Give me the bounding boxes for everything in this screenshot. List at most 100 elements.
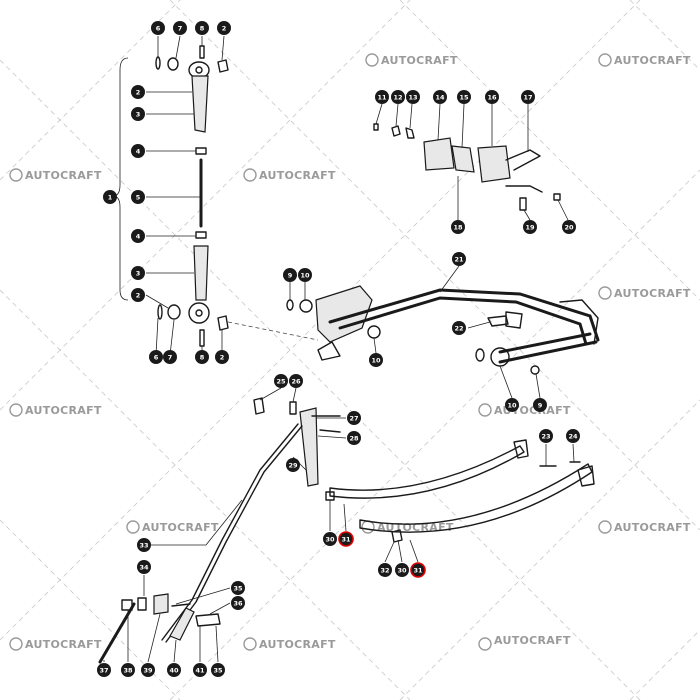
svg-text:7: 7	[168, 353, 173, 361]
svg-text:8: 8	[200, 24, 205, 32]
svg-text:3: 3	[136, 110, 141, 118]
callout-32: 32	[378, 563, 392, 577]
callouts: 6 7 8 2 2 3 4 1 5 4 3 2 6 7 8 2 11 12 13…	[97, 21, 580, 677]
svg-text:6: 6	[156, 24, 161, 32]
svg-text:11: 11	[377, 93, 387, 101]
callout-3: 3	[131, 266, 145, 280]
svg-text:AUTOCRAFT: AUTOCRAFT	[494, 634, 571, 647]
svg-text:10: 10	[371, 356, 381, 364]
svg-text:31: 31	[413, 566, 423, 574]
callout-18: 18	[451, 220, 465, 234]
callout-37: 37	[97, 663, 111, 677]
callout-3: 3	[131, 107, 145, 121]
callout-39: 39	[141, 663, 155, 677]
svg-text:6: 6	[154, 353, 159, 361]
callout-2: 2	[215, 350, 229, 364]
svg-text:17: 17	[523, 93, 532, 101]
svg-text:9: 9	[288, 271, 293, 279]
watermark: AUTOCRAFT	[126, 520, 219, 534]
callout-7: 7	[173, 21, 187, 35]
callout-41: 41	[193, 663, 207, 677]
callout-28: 28	[347, 431, 361, 445]
svg-text:12: 12	[393, 93, 402, 101]
svg-text:40: 40	[169, 666, 179, 674]
svg-text:13: 13	[408, 93, 417, 101]
svg-text:25: 25	[276, 377, 286, 385]
svg-text:23: 23	[541, 432, 550, 440]
callout-23: 23	[539, 429, 553, 443]
svg-text:AUTOCRAFT: AUTOCRAFT	[259, 169, 336, 182]
callout-15: 15	[457, 90, 471, 104]
svg-text:27: 27	[349, 414, 358, 422]
svg-text:26: 26	[291, 377, 301, 385]
callout-6: 6	[151, 21, 165, 35]
watermark: AUTOCRAFT	[598, 286, 691, 300]
svg-text:10: 10	[300, 271, 310, 279]
lever-assembly	[161, 397, 341, 643]
pedal-straps	[325, 439, 595, 543]
watermark: AUTOCRAFT	[9, 637, 102, 651]
svg-text:8: 8	[200, 353, 205, 361]
svg-text:31: 31	[341, 535, 351, 543]
callout-35: 35	[231, 581, 245, 595]
svg-text:AUTOCRAFT: AUTOCRAFT	[614, 521, 691, 534]
lower-linkage	[98, 593, 221, 664]
svg-text:1: 1	[108, 193, 113, 201]
svg-text:4: 4	[136, 147, 141, 155]
callout-10: 10	[505, 398, 519, 412]
svg-text:33: 33	[139, 541, 148, 549]
callout-10: 10	[369, 353, 383, 367]
callout-34: 34	[137, 560, 151, 574]
callout-5: 5	[131, 190, 145, 204]
svg-text:3: 3	[136, 269, 141, 277]
callout-19: 19	[523, 220, 537, 234]
svg-text:5: 5	[136, 193, 141, 201]
callout-29: 29	[286, 458, 300, 472]
callout-9: 9	[283, 268, 297, 282]
cross-shaft-frame	[227, 285, 600, 375]
watermark: AUTOCRAFT	[243, 168, 336, 182]
watermark: AUTOCRAFT	[478, 403, 571, 417]
svg-text:39: 39	[143, 666, 153, 674]
watermark: AUTOCRAFT	[243, 637, 336, 651]
callout-31-highlighted: 31	[410, 562, 426, 578]
svg-text:28: 28	[349, 434, 359, 442]
callout-8: 8	[195, 21, 209, 35]
svg-text:9: 9	[538, 401, 543, 409]
svg-text:38: 38	[123, 666, 133, 674]
svg-text:32: 32	[380, 566, 389, 574]
watermark: AUTOCRAFT	[478, 634, 571, 651]
rod-assembly-vertical	[112, 45, 229, 347]
svg-text:2: 2	[136, 88, 141, 96]
svg-text:2: 2	[220, 353, 225, 361]
callout-2: 2	[131, 288, 145, 302]
watermarks: AUTOCRAFT AUTOCRAFT AUTOCRAFT AUTOCRAFT …	[9, 53, 691, 651]
svg-text:34: 34	[139, 563, 149, 571]
svg-text:35: 35	[213, 666, 223, 674]
svg-text:AUTOCRAFT: AUTOCRAFT	[614, 54, 691, 67]
callout-1: 1	[103, 190, 117, 204]
svg-text:14: 14	[435, 93, 445, 101]
callout-14: 14	[433, 90, 447, 104]
callout-22: 22	[452, 321, 466, 335]
callout-6: 6	[149, 350, 163, 364]
callout-7: 7	[163, 350, 177, 364]
svg-text:2: 2	[136, 291, 141, 299]
svg-text:10: 10	[507, 401, 517, 409]
callout-11: 11	[375, 90, 389, 104]
svg-text:2: 2	[222, 24, 227, 32]
watermark: AUTOCRAFT	[598, 53, 691, 67]
callout-17: 17	[521, 90, 535, 104]
svg-text:35: 35	[233, 584, 243, 592]
callout-36: 36	[231, 596, 245, 610]
callout-21: 21	[452, 252, 466, 266]
callout-4: 4	[131, 229, 145, 243]
callout-16: 16	[485, 90, 499, 104]
watermark: AUTOCRAFT	[9, 403, 102, 417]
callout-30: 30	[395, 563, 409, 577]
callout-13: 13	[406, 90, 420, 104]
svg-text:20: 20	[564, 223, 574, 231]
